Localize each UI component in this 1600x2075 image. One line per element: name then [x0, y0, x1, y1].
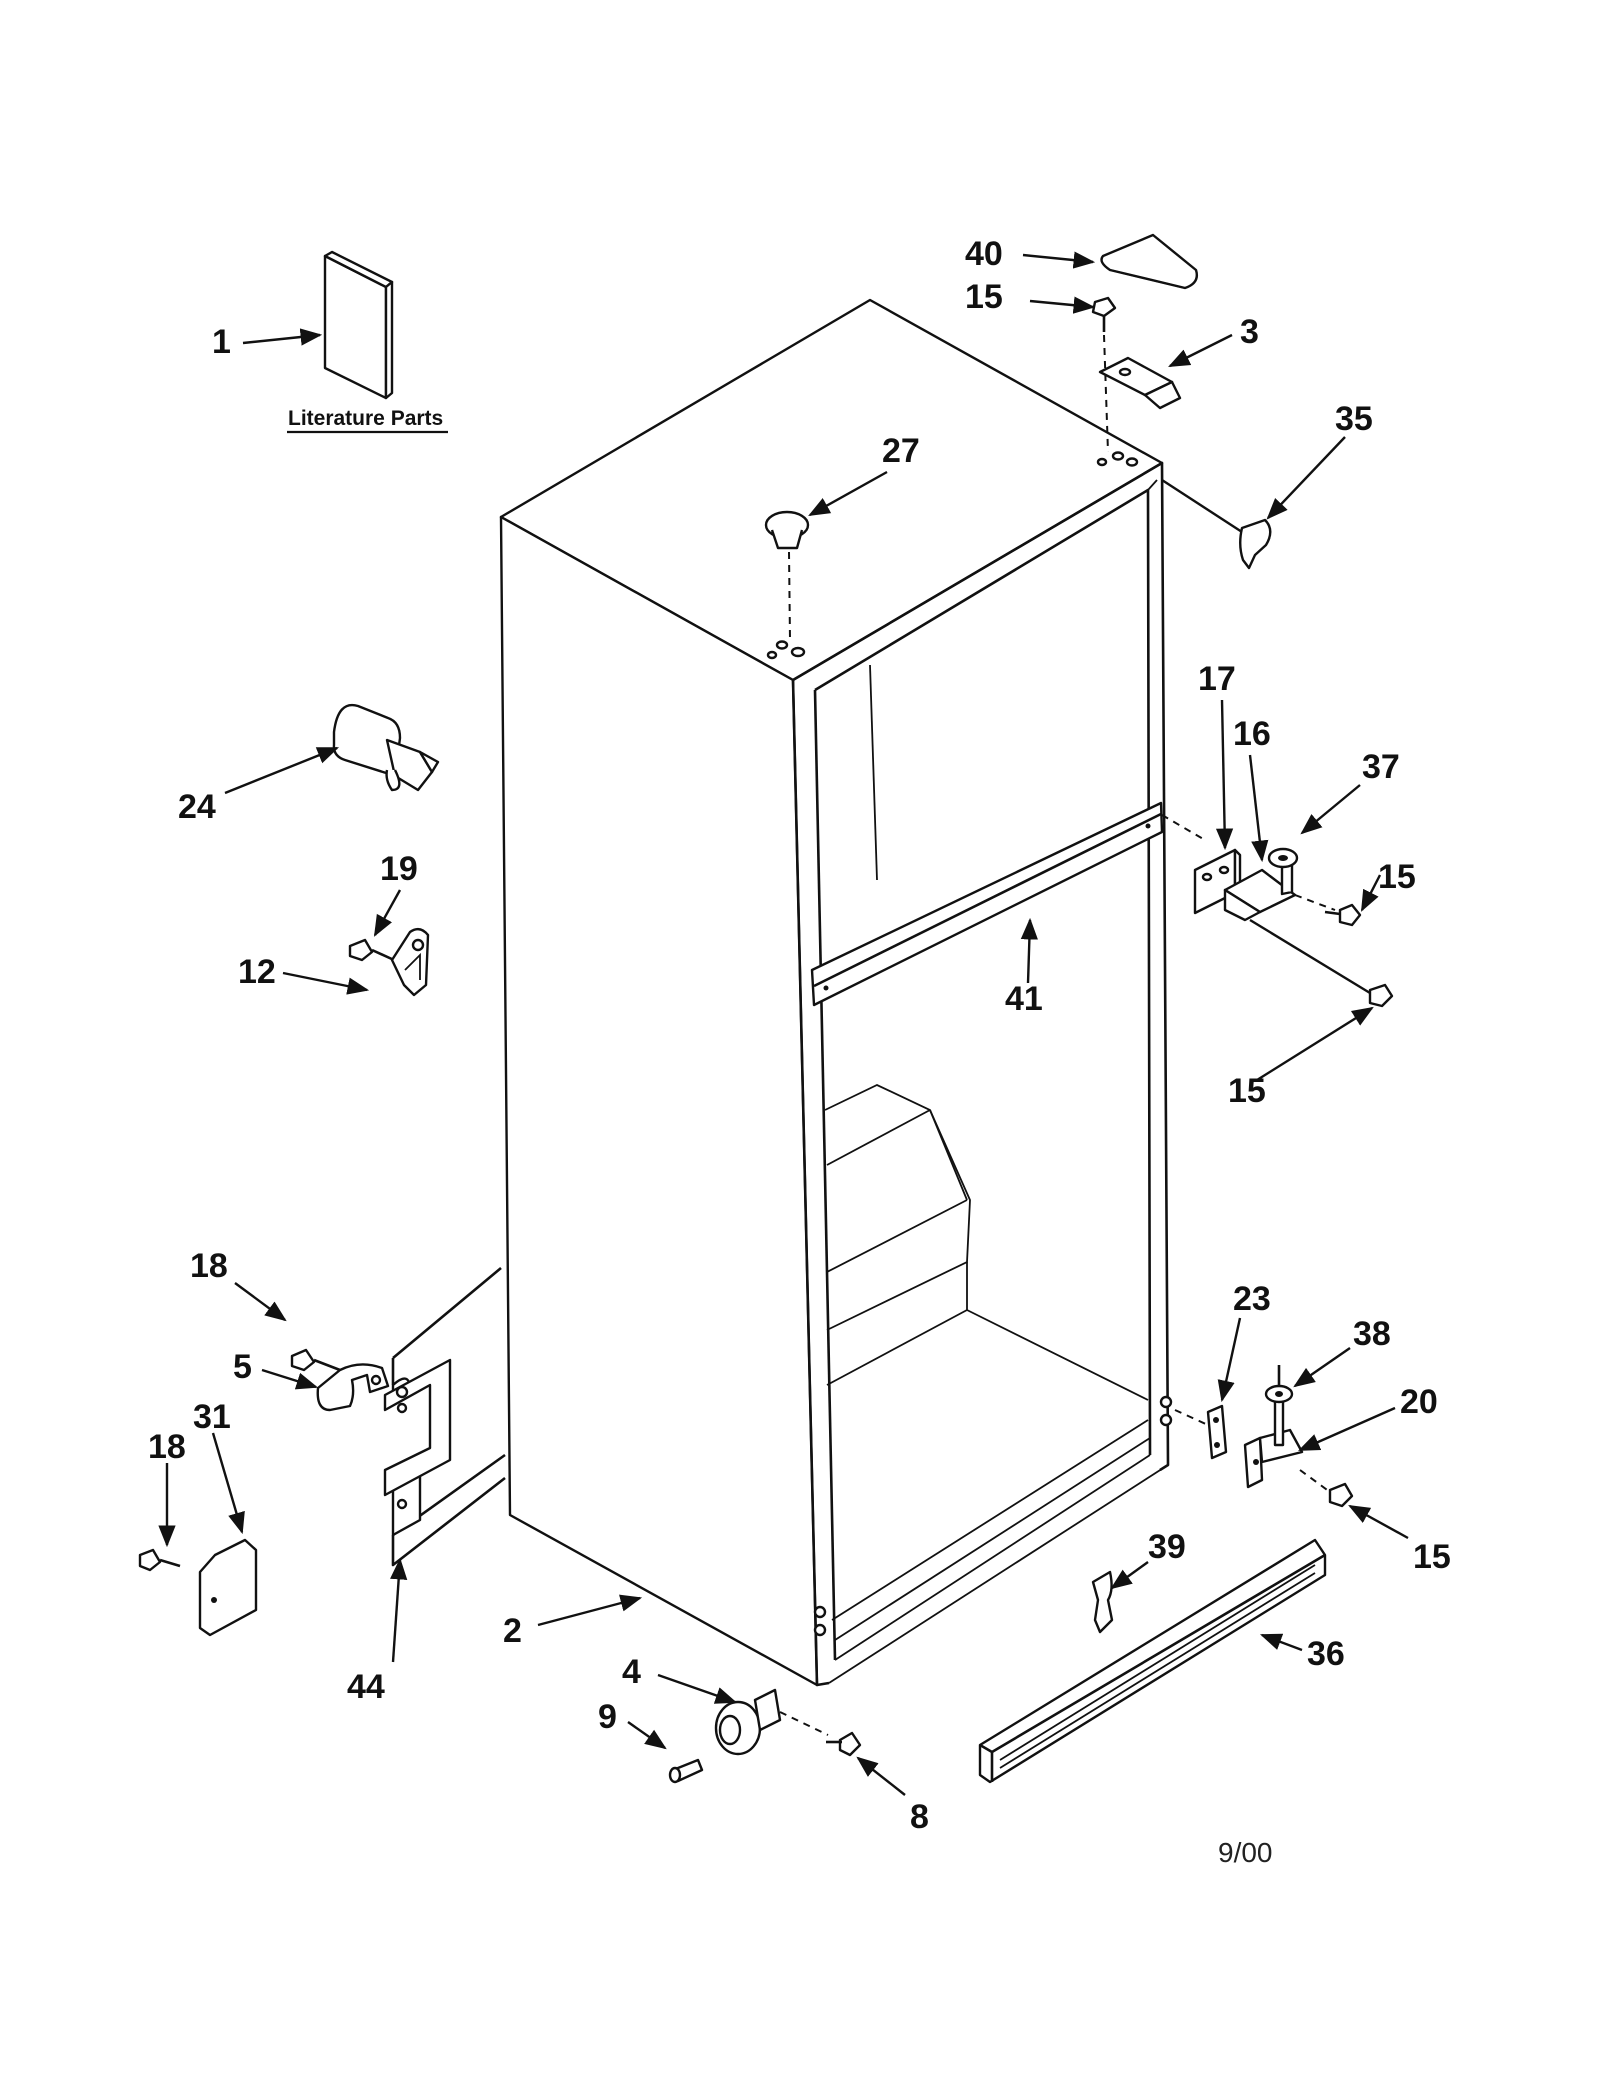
literature-booklet [323, 250, 394, 400]
callout-8: 8 [910, 1798, 929, 1836]
door-stop-pin [332, 703, 440, 792]
callout-16: 16 [1233, 715, 1271, 753]
hinge-shim [1206, 1404, 1228, 1460]
roller-pin [668, 1758, 704, 1784]
grille-clip [1091, 1570, 1114, 1634]
callout-15-top: 15 [965, 278, 1003, 316]
center-hinge-screw [1324, 903, 1362, 927]
callout-5: 5 [233, 1348, 252, 1386]
callout-15-hinge: 15 [1378, 858, 1416, 896]
callout-23: 23 [1233, 1280, 1271, 1318]
hinge-washer [1267, 847, 1299, 869]
callout-4: 4 [622, 1653, 641, 1691]
callout-31: 31 [193, 1398, 231, 1436]
back-brace-panel [383, 1267, 506, 1567]
top-hinge-screw [1091, 296, 1117, 453]
callouts: 40 15 3 1 35 27 24 19 12 17 16 37 15 41 … [148, 235, 1451, 1836]
callout-37: 37 [1362, 748, 1400, 786]
callout-2: 2 [503, 1612, 522, 1650]
callout-17: 17 [1198, 660, 1236, 698]
callout-19: 19 [380, 850, 418, 888]
handle-clamp [316, 1363, 390, 1412]
callout-1: 1 [212, 323, 231, 361]
bottom-hinge-screw [1299, 1469, 1354, 1508]
callout-27: 27 [882, 432, 920, 470]
callout-18-lower: 18 [148, 1428, 186, 1466]
bottom-hinge [1174, 1398, 1304, 1489]
leader-lines [158, 251, 1409, 1796]
top-hinge [1098, 356, 1182, 410]
callout-35: 35 [1335, 400, 1373, 438]
literature-parts-caption: Literature Parts [288, 407, 443, 430]
callout-12: 12 [238, 953, 276, 991]
handle-screw-upper [290, 1348, 341, 1372]
date-code: 9/00 [1218, 1837, 1273, 1868]
divider-rail [810, 801, 1164, 1007]
callout-39: 39 [1148, 1528, 1186, 1566]
toe-grille [978, 1538, 1327, 1784]
center-hinge-screw-lower [1249, 918, 1394, 1008]
callout-20: 20 [1400, 1383, 1438, 1421]
end-cap-screw [138, 1548, 181, 1572]
callout-36: 36 [1307, 1635, 1345, 1673]
door-stop-bracket [390, 927, 430, 997]
callout-3: 3 [1240, 313, 1259, 351]
hinge-cover [1100, 233, 1199, 290]
callout-24: 24 [178, 788, 216, 826]
callout-9: 9 [598, 1698, 617, 1736]
leveling-roller [714, 1688, 829, 1756]
callout-18-upper: 18 [190, 1247, 228, 1285]
roller-screw [826, 1731, 862, 1757]
top-plug [764, 510, 810, 641]
callout-44: 44 [347, 1668, 385, 1706]
callout-38: 38 [1353, 1315, 1391, 1353]
callout-15-bottom: 15 [1413, 1538, 1451, 1576]
handle-end-cap [198, 1538, 258, 1637]
callout-15-mid: 15 [1228, 1072, 1266, 1110]
bottom-hinge-washer [1264, 1365, 1294, 1404]
callout-41: 41 [1005, 980, 1043, 1018]
refrigerator-cabinet [499, 298, 1173, 1687]
center-hinge-assembly [1161, 814, 1336, 922]
callout-40: 40 [965, 235, 1003, 273]
stop-screw [348, 938, 395, 962]
top-corner-clip [1161, 478, 1272, 570]
